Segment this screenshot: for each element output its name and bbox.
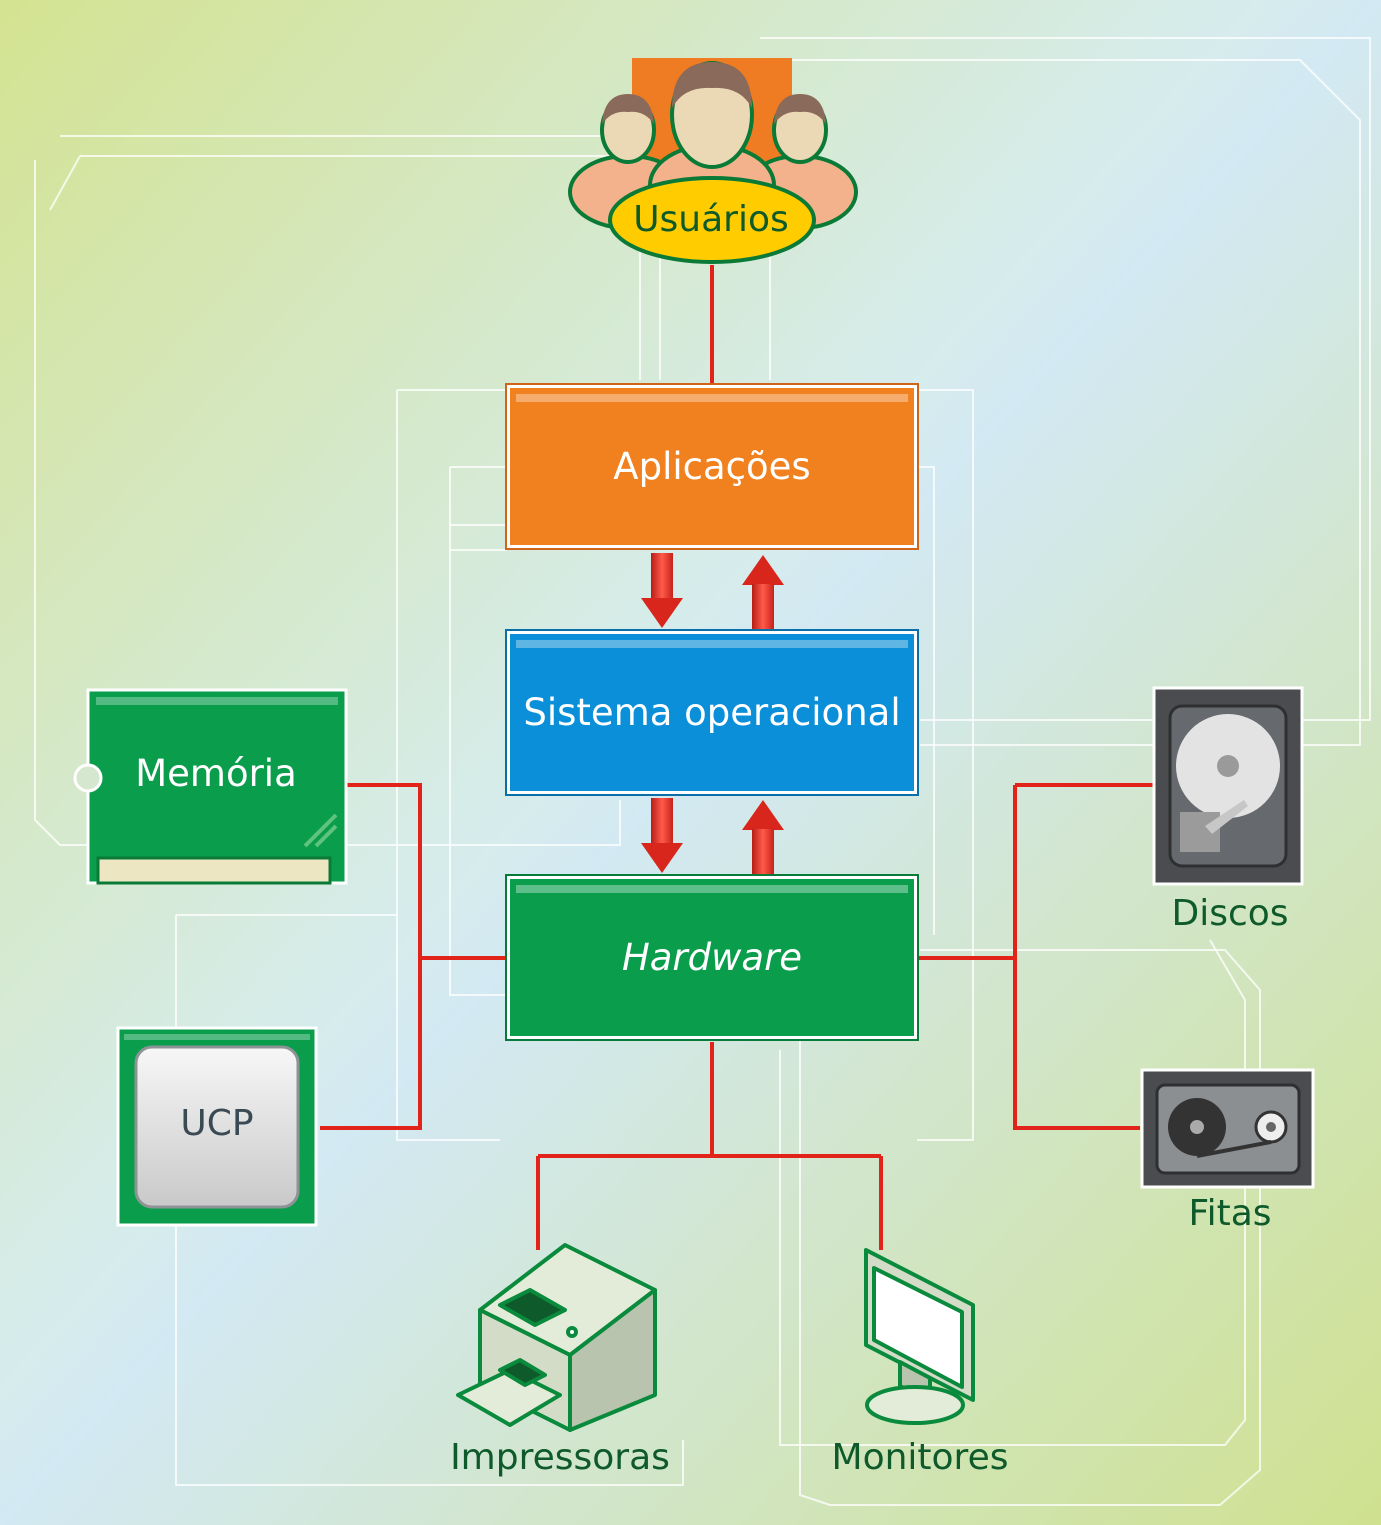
users-icon xyxy=(568,58,858,264)
tape-drive-icon xyxy=(1140,1068,1315,1189)
box-highlight xyxy=(516,640,908,648)
disks-label: Discos xyxy=(1171,893,1289,934)
printers-label: Impressoras xyxy=(450,1437,670,1478)
hardware-layer: Hardware xyxy=(507,876,917,1039)
monitors-label: Monitores xyxy=(831,1437,1009,1478)
applications-label: Aplicações xyxy=(613,445,811,488)
cpu-label: UCP xyxy=(180,1103,254,1144)
hard-disk-icon xyxy=(1152,686,1304,886)
box-highlight xyxy=(516,885,908,893)
printer-icon xyxy=(456,1243,657,1432)
users-label: Usuários xyxy=(633,198,789,240)
operating-system-label: Sistema operacional xyxy=(523,691,901,734)
memory-module-icon xyxy=(73,688,348,885)
arrow-down-os-to-hw xyxy=(641,798,683,873)
cpu-chip-icon xyxy=(116,1026,318,1227)
applications-layer: Aplicações xyxy=(507,385,917,548)
memory-label: Memória xyxy=(135,752,297,795)
tapes-label: Fitas xyxy=(1188,1193,1272,1234)
operating-system-layer: Sistema operacional xyxy=(507,631,917,794)
circuit-traces xyxy=(34,37,1371,1506)
layer-arrows xyxy=(641,553,784,874)
monitor-icon xyxy=(864,1248,975,1425)
box-highlight xyxy=(516,394,908,402)
hardware-label: Hardware xyxy=(621,936,803,979)
connector-lines xyxy=(320,265,1153,1250)
arrow-up-hw-to-os xyxy=(742,800,784,874)
arrow-down-apps-to-os xyxy=(641,553,683,628)
arrow-up-os-to-apps xyxy=(742,555,784,629)
